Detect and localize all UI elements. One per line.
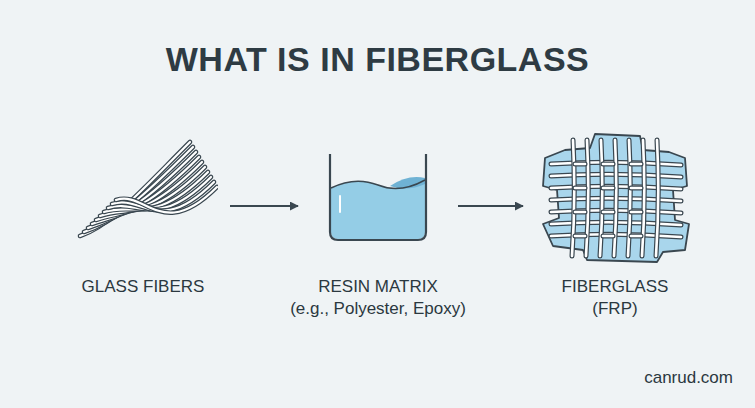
node-sublabel: (FRP) <box>495 298 735 320</box>
flow-arrow <box>458 205 523 207</box>
node-sublabel: (e.g., Polyester, Epoxy) <box>258 298 498 320</box>
glass-fibers-node: GLASS FIBERS <box>23 128 263 298</box>
glass-fibers-icon <box>80 142 217 236</box>
node-illustration <box>68 128 218 268</box>
resin-matrix-node: RESIN MATRIX(e.g., Polyester, Epoxy) <box>258 128 498 320</box>
illustration-svg <box>535 128 695 268</box>
watermark: canrud.com <box>644 368 733 388</box>
resin-beaker-icon <box>330 154 426 240</box>
node-illustration <box>310 128 446 268</box>
node-label: FIBERGLASS <box>495 276 735 298</box>
woven-composite-icon <box>543 134 689 262</box>
illustration-svg <box>310 128 446 268</box>
illustration-svg <box>68 128 218 268</box>
fiberglass-node: FIBERGLASS(FRP) <box>495 128 735 320</box>
diagram-title: WHAT IS IN FIBERGLASS <box>0 40 755 79</box>
flow-arrow <box>230 205 298 207</box>
node-label: GLASS FIBERS <box>23 276 263 298</box>
node-label: RESIN MATRIX <box>258 276 498 298</box>
node-illustration <box>535 128 695 268</box>
